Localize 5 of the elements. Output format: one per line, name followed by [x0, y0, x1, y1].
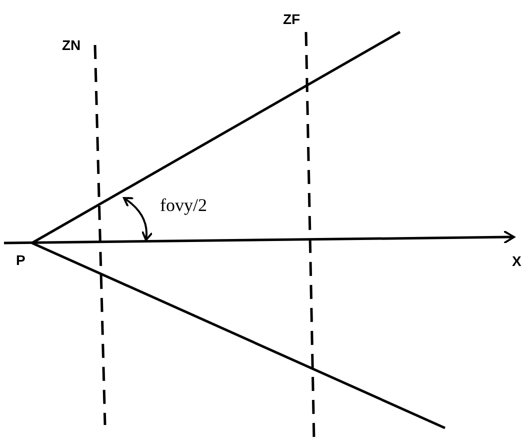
- plane-label: ZF: [283, 12, 300, 26]
- axis-label: X: [512, 254, 522, 268]
- plane-label: ZN: [62, 38, 81, 52]
- angle-label: fovy/2: [160, 196, 207, 214]
- point-label: P: [16, 253, 26, 267]
